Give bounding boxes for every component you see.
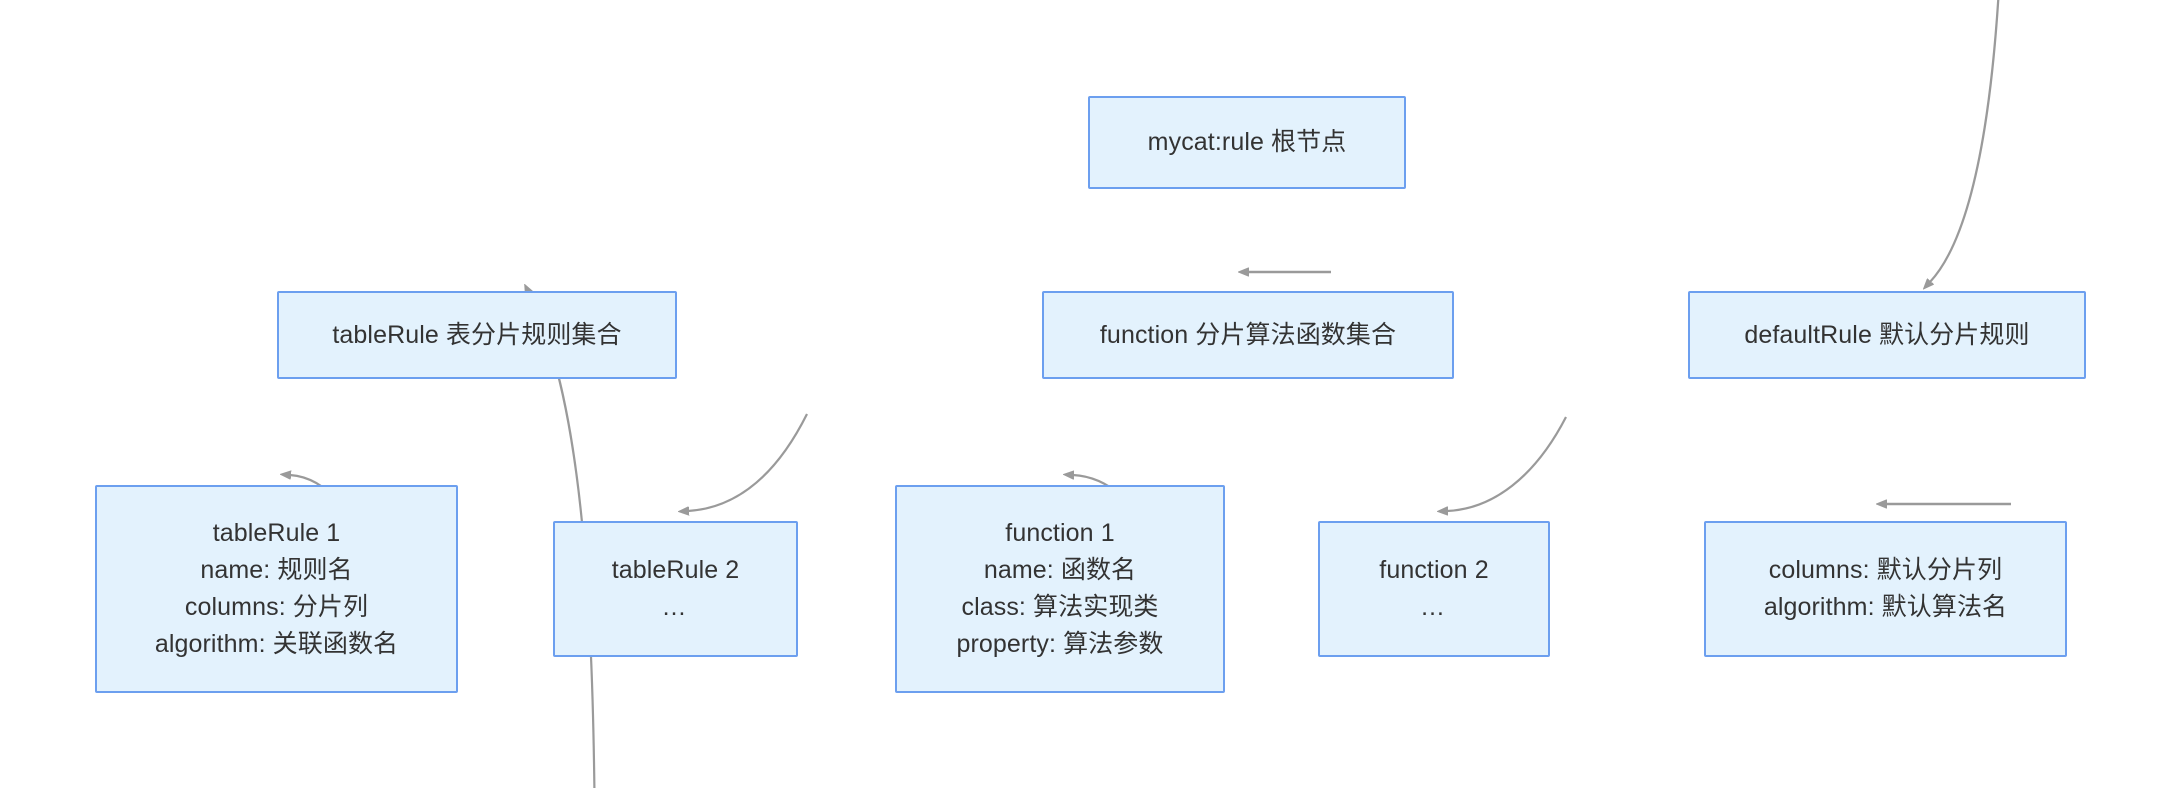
edge-tablerule-to-tablerule2 xyxy=(688,413,808,511)
node-defaultrule-detail-line-1: algorithm: 默认算法名 xyxy=(1763,593,2008,621)
node-tablerule-1[interactable]: tableRule 1 name: 规则名 columns: 分片列 algor… xyxy=(95,485,458,693)
node-defaultrule[interactable]: defaultRule 默认分片规则 xyxy=(1688,291,2086,379)
node-tablerule-2-line-1: … xyxy=(661,593,690,621)
node-root[interactable]: mycat:rule 根节点 xyxy=(1088,96,1406,189)
edge-root-to-defaultrule xyxy=(1930,0,2006,282)
node-tablerule-1-line-1: name: 规则名 xyxy=(200,556,353,584)
node-tablerule-line-0: tableRule 表分片规则集合 xyxy=(332,320,622,349)
node-function-1-line-1: name: 函数名 xyxy=(983,556,1137,584)
node-function-2-line-1: … xyxy=(1420,593,1448,621)
node-function-1-line-3: property: 算法参数 xyxy=(956,630,1164,658)
node-defaultrule-detail[interactable]: columns: 默认分片列 algorithm: 默认算法名 xyxy=(1704,521,2067,657)
node-tablerule-2[interactable]: tableRule 2 … xyxy=(553,521,798,657)
node-tablerule-1-line-2: columns: 分片列 xyxy=(184,593,369,621)
node-function-1[interactable]: function 1 name: 函数名 class: 算法实现类 proper… xyxy=(895,485,1225,693)
node-function-2[interactable]: function 2 … xyxy=(1318,521,1550,657)
node-tablerule-1-line-3: algorithm: 关联函数名 xyxy=(154,630,399,658)
edge-function-to-function2 xyxy=(1447,416,1567,511)
node-tablerule-1-line-0: tableRule 1 xyxy=(212,519,341,547)
node-tablerule[interactable]: tableRule 表分片规则集合 xyxy=(277,291,677,379)
node-root-line-0: mycat:rule 根节点 xyxy=(1147,128,1347,156)
node-function-2-line-0: function 2 xyxy=(1379,556,1489,584)
node-function-line-0: function 分片算法函数集合 xyxy=(1099,320,1397,349)
node-defaultrule-detail-line-0: columns: 默认分片列 xyxy=(1768,556,2003,584)
node-function-1-line-0: function 1 xyxy=(1005,519,1115,547)
node-function[interactable]: function 分片算法函数集合 xyxy=(1042,291,1454,379)
node-defaultrule-line-0: defaultRule 默认分片规则 xyxy=(1744,320,2030,349)
node-function-1-line-2: class: 算法实现类 xyxy=(961,593,1159,621)
node-tablerule-2-line-0: tableRule 2 xyxy=(611,556,740,584)
